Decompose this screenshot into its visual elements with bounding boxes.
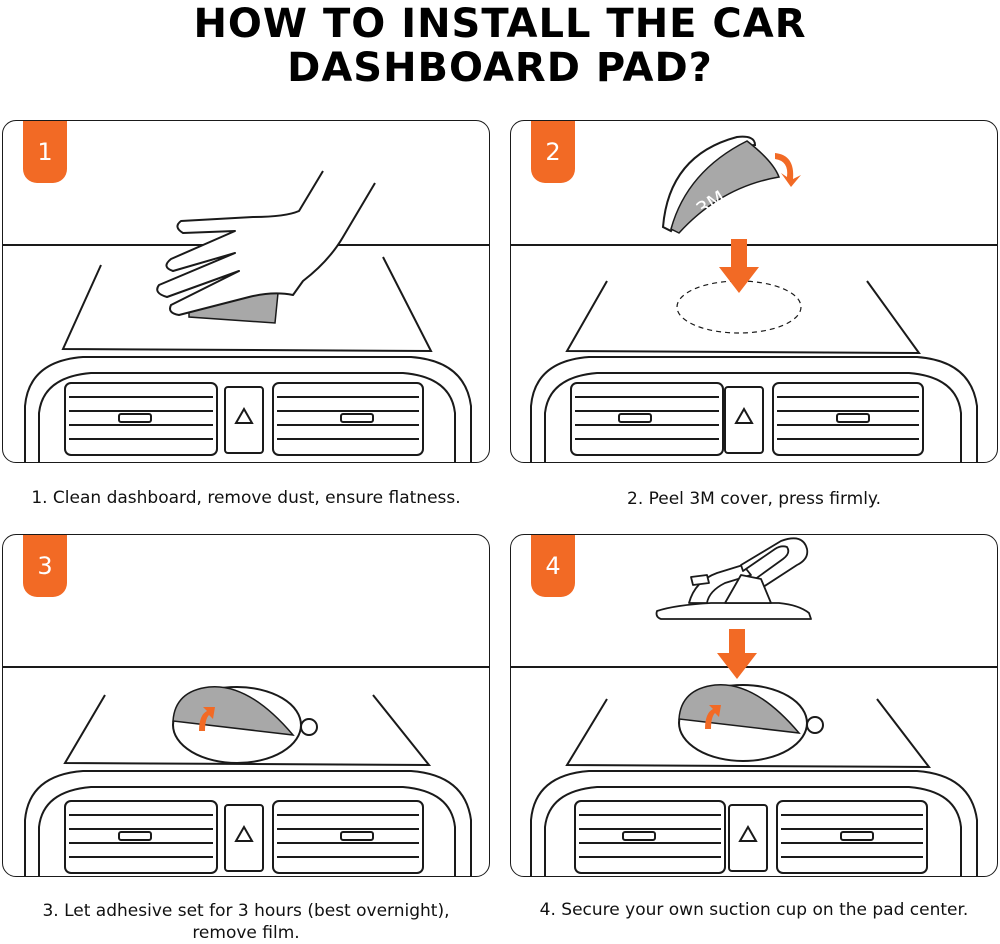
hazard-triangle-icon [734, 406, 754, 424]
hazard-button [724, 386, 764, 454]
hazard-triangle-icon [234, 824, 254, 842]
step-2-caption-line-1: 2. Peel 3M cover, press firmly. [627, 489, 881, 509]
step-2-illustration: 3M [511, 135, 997, 462]
dashboard-surface [565, 698, 932, 769]
console-outer [24, 770, 472, 876]
dashboard-scene [511, 244, 997, 462]
console-inner [38, 786, 456, 876]
dashboard-surface [565, 280, 921, 355]
peeled-3m-pad: 3M [661, 135, 781, 234]
console-inner [544, 786, 962, 876]
step-3-caption-line-1: 3. Let adhesive set for 3 hours (best ov… [42, 901, 450, 921]
right-air-vent [776, 800, 928, 874]
target-outline [676, 280, 802, 334]
step-2-badge: 2 [531, 121, 575, 183]
left-air-vent [64, 800, 218, 874]
hazard-button [224, 804, 264, 872]
console-outer [530, 356, 978, 462]
adhesive-pad [678, 683, 824, 762]
dashboard-surface [61, 256, 433, 353]
step-2-panel: 3M 2 [510, 120, 998, 463]
left-air-vent [64, 382, 218, 456]
left-air-vent [570, 382, 724, 456]
pad-tab [806, 716, 824, 734]
dashboard-scene [3, 666, 489, 876]
peel-arrow-icon [775, 153, 801, 187]
dashboard-scene [511, 666, 997, 876]
step-1-caption-line-1: 1. Clean dashboard, remove dust, ensure … [31, 488, 461, 508]
step-1-illustration [3, 170, 489, 462]
adhesive-pad [172, 685, 318, 764]
step-4-caption-line-1: 4. Secure your own suction cup on the pa… [539, 900, 969, 920]
step-3-caption-line-2: remove film. [192, 923, 300, 943]
step-4-badge: 4 [531, 535, 575, 597]
down-arrow-icon [717, 629, 757, 679]
right-air-vent [272, 382, 424, 456]
peel-arrow-icon [199, 707, 215, 731]
title-line-2: DASHBOARD PAD? [287, 45, 713, 91]
console-outer [24, 356, 472, 462]
hazard-button [224, 386, 264, 454]
console-inner [544, 372, 962, 462]
pad-tab [300, 718, 318, 736]
step-4-caption: 4. Secure your own suction cup on the pa… [510, 899, 998, 921]
hazard-triangle-icon [738, 824, 758, 842]
step-4-panel: 4 [510, 534, 998, 877]
page-title: HOW TO INSTALL THE CAR DASHBOARD PAD? [0, 2, 1000, 90]
console-inner [38, 372, 456, 462]
suction-cup-mount-icon [655, 537, 812, 620]
step-4-illustration [511, 537, 997, 876]
step-1-caption: 1. Clean dashboard, remove dust, ensure … [2, 487, 490, 509]
right-air-vent [772, 382, 924, 456]
right-air-vent [272, 800, 424, 874]
step-1-badge: 1 [23, 121, 67, 183]
dashboard-surface [63, 694, 432, 767]
step-1-panel: 1 [2, 120, 490, 463]
down-arrow-icon [719, 239, 759, 293]
step-3-panel: 3 [2, 534, 490, 877]
dashboard-scene [3, 244, 489, 462]
step-3-caption: 3. Let adhesive set for 3 hours (best ov… [2, 900, 490, 944]
hazard-triangle-icon [234, 406, 254, 424]
console-outer [530, 770, 978, 876]
step-3-badge: 3 [23, 535, 67, 597]
step-3-illustration [3, 666, 489, 876]
hazard-button [728, 804, 768, 872]
title-line-1: HOW TO INSTALL THE CAR [193, 1, 807, 47]
peel-arrow-icon [705, 705, 721, 729]
hand-icon [156, 170, 376, 316]
step-2-caption: 2. Peel 3M cover, press firmly. [510, 488, 998, 510]
left-air-vent [574, 800, 726, 874]
